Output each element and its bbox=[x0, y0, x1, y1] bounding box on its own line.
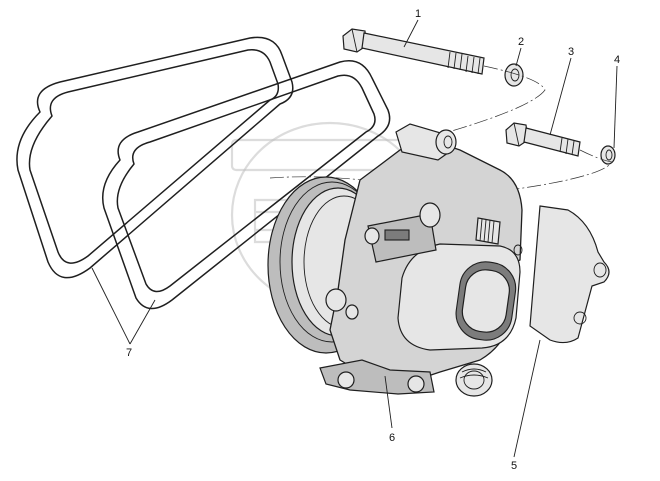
leader-lines bbox=[91, 19, 618, 458]
callout-5: 5 bbox=[511, 460, 517, 472]
callout-4: 4 bbox=[614, 54, 620, 66]
callout-labels: 1 2 3 4 5 6 7 bbox=[126, 8, 620, 472]
callout-6: 6 bbox=[389, 432, 395, 444]
lock-washer bbox=[600, 145, 616, 165]
callout-1: 1 bbox=[415, 8, 421, 20]
gasket-flange bbox=[529, 205, 610, 344]
callout-2: 2 bbox=[518, 36, 524, 48]
callout-3: 3 bbox=[568, 46, 574, 58]
bolt-long bbox=[342, 28, 485, 75]
washer bbox=[504, 63, 524, 87]
drive-belts bbox=[16, 36, 391, 310]
callout-7: 7 bbox=[126, 347, 132, 359]
bolt-short bbox=[505, 122, 581, 157]
compressor-assembly bbox=[267, 123, 523, 397]
